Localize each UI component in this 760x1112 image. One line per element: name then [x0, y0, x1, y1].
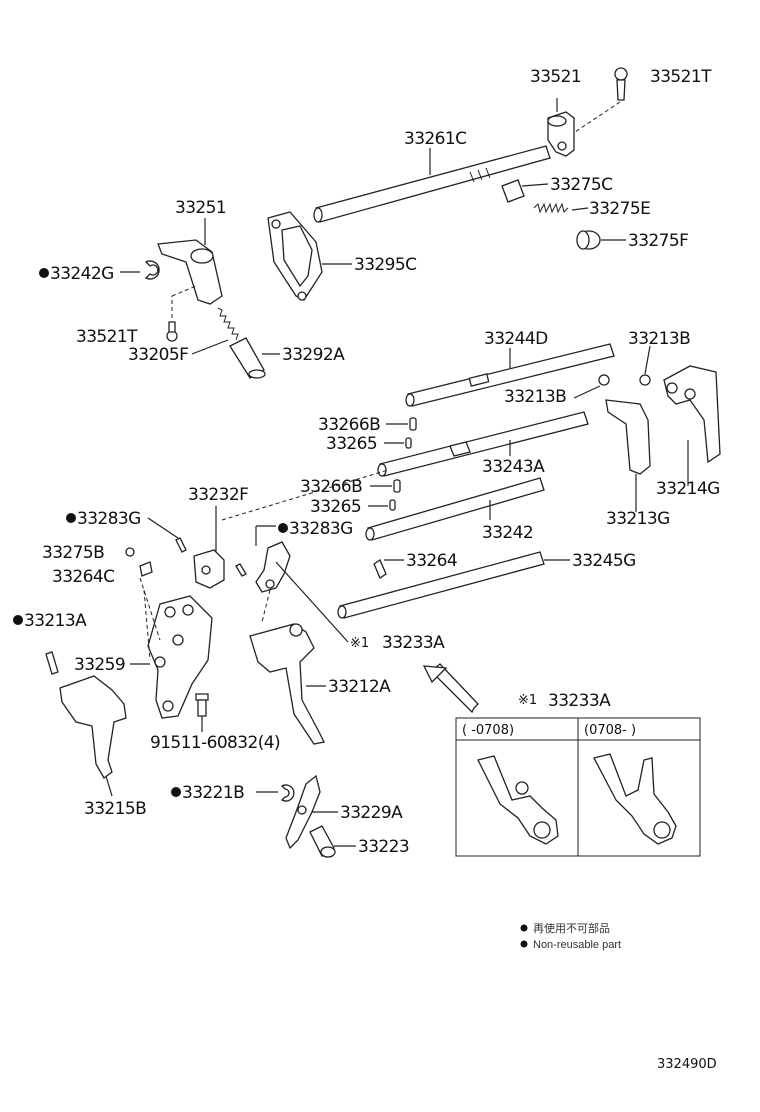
label-33232F: 33232F [188, 485, 248, 505]
callout-arrow [422, 663, 479, 714]
inset-title: 33233A [548, 691, 611, 711]
label-33221B: 33221B [182, 783, 244, 803]
label-33521T-top: 33521T [650, 67, 712, 87]
part-33244D-shaft [405, 343, 615, 407]
label-33275B: 33275B [42, 543, 104, 563]
inset-lever-early [477, 755, 559, 845]
part-33205F-spring [191, 307, 239, 355]
label-33214G: 33214G [656, 479, 720, 499]
label-33233A: 33233A [382, 633, 445, 653]
legend-english: Non-reusable part [533, 939, 621, 951]
label-33243A: 33243A [482, 457, 545, 477]
part-33266B-pin-a [386, 417, 417, 431]
part-33265-pin-b [368, 499, 396, 511]
non-reusable-dot [66, 513, 76, 523]
part-33242G-clip [39, 260, 160, 280]
label-33242G: 33242G [50, 264, 114, 284]
figure-code: 332490D [657, 1057, 717, 1072]
part-33266B-pin-b [370, 479, 401, 493]
part-33521-shift-lever [547, 98, 575, 157]
label-33205F: 33205F [128, 345, 188, 365]
non-reusable-dot [39, 268, 49, 278]
label-33213A: 33213A [24, 611, 87, 631]
part-33215B-fork [59, 675, 127, 797]
label-33215B: 33215B [84, 799, 146, 819]
part-33275C-plunger [501, 179, 549, 203]
label-33223: 33223 [358, 837, 409, 857]
inset-33233A: ※1 33233A ( -0708) (0708- ) [455, 691, 701, 857]
part-33265-pin-a [384, 437, 412, 449]
part-33259-housing [130, 577, 213, 719]
part-33295C-plate [267, 211, 352, 301]
part-33213B-bolt-right [639, 345, 651, 386]
part-33243A-shaft [377, 411, 589, 477]
label-91511-60832: 91511-60832(4) [150, 733, 280, 753]
part-33223-bushing [309, 825, 356, 858]
part-33283G-pin-a [66, 513, 187, 553]
part-33212A-fork [249, 623, 326, 745]
part-33232F-block [193, 469, 389, 589]
part-33213A-pin [13, 615, 59, 675]
label-33251: 33251 [175, 198, 226, 218]
non-reusable-dot [278, 523, 288, 533]
label-33213G: 33213G [606, 509, 670, 529]
label-33265-a: 33265 [326, 434, 377, 454]
part-33275E-spring [533, 202, 589, 214]
part-33245G-shaft [337, 551, 570, 619]
legend-japanese: 再使用不可部品 [533, 921, 610, 935]
label-33264C: 33264C [52, 567, 114, 587]
label-33259: 33259 [74, 655, 125, 675]
part-33264C-spring [139, 561, 153, 577]
label-33261C: 33261C [404, 129, 466, 149]
inset-col-right: (0708- ) [584, 723, 636, 738]
part-91511-bolt [195, 693, 209, 732]
label-33242: 33242 [482, 523, 533, 543]
label-33212A: 33212A [328, 677, 391, 697]
label-33244D: 33244D [484, 329, 548, 349]
label-33229A: 33229A [340, 803, 403, 823]
ref-marker-main: ※1 [350, 636, 369, 651]
label-33292A: 33292A [282, 345, 345, 365]
legend: 再使用不可部品 Non-reusable part [520, 921, 621, 951]
part-33213G-pad [605, 399, 651, 512]
part-33283G-pin-b [235, 523, 288, 577]
label-33275C: 33275C [550, 175, 612, 195]
part-33221B-clip [171, 784, 295, 802]
part-33275B-ball [125, 547, 135, 557]
label-33213B-right: 33213B [628, 329, 690, 349]
part-33251-shift-head [157, 218, 223, 305]
label-33283G-b: 33283G [289, 519, 353, 539]
label-33265-b: 33265 [310, 497, 361, 517]
label-33264: 33264 [406, 551, 457, 571]
label-33275E: 33275E [589, 199, 650, 219]
label-33266B-a: 33266B [318, 415, 380, 435]
part-33264-pin [373, 559, 404, 579]
part-33292A-plunger [229, 337, 280, 379]
label-33213B-center: 33213B [504, 387, 566, 407]
part-33229A-lever [285, 774, 338, 850]
part-33261C-shift-rod [313, 145, 551, 223]
inset-col-left: ( -0708) [462, 723, 514, 738]
label-33521T-left: 33521T [76, 327, 138, 347]
label-33275F: 33275F [628, 231, 688, 251]
label-33295C: 33295C [354, 255, 416, 275]
non-reusable-dot [171, 787, 181, 797]
part-33233A-lever [255, 541, 349, 643]
part-33214G-fork [663, 365, 721, 486]
inset-lever-late [593, 753, 677, 845]
part-33213B-bolt-center [573, 374, 610, 399]
part-33521T-bolt-top [574, 67, 628, 133]
part-33521T-bolt-left [166, 285, 197, 342]
label-33245G: 33245G [572, 551, 636, 571]
part-33275F-plug [576, 230, 626, 250]
non-reusable-dot [13, 615, 23, 625]
label-33521: 33521 [530, 67, 581, 87]
part-33242-shaft [365, 477, 545, 541]
ref-marker-inset: ※1 [518, 693, 537, 708]
label-33283G-a: 33283G [77, 509, 141, 529]
